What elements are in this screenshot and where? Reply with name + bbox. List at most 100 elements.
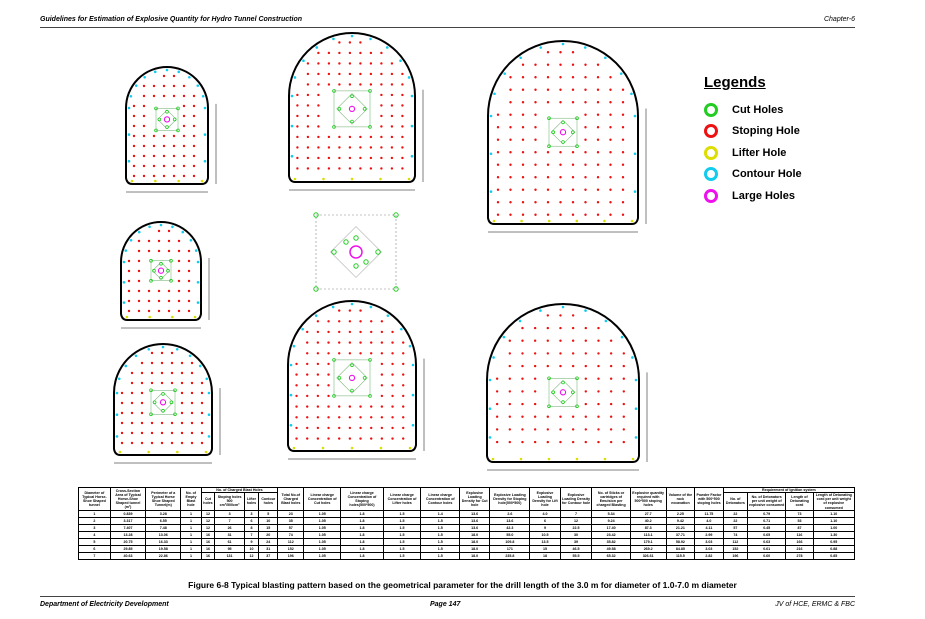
table-cell: 11.75 bbox=[694, 509, 724, 518]
stoping-hole bbox=[130, 441, 134, 445]
contour-hole bbox=[561, 42, 565, 46]
lifter-hole bbox=[177, 179, 180, 183]
stoping-hole bbox=[137, 259, 141, 263]
stoping-hole bbox=[534, 213, 537, 216]
tunnel-outline bbox=[486, 303, 640, 463]
stoping-hole bbox=[597, 377, 600, 380]
stoping-hole bbox=[596, 163, 600, 166]
stoping-hole bbox=[584, 326, 587, 330]
stoping-hole bbox=[621, 88, 625, 91]
stoping-hole bbox=[390, 125, 394, 128]
stoping-hole bbox=[390, 104, 394, 107]
large-hole bbox=[159, 399, 167, 406]
stoping-hole bbox=[192, 104, 196, 108]
table-cell: 3 bbox=[214, 509, 245, 518]
contour-hole bbox=[604, 56, 607, 60]
contour-hole bbox=[196, 301, 200, 304]
stoping-hole bbox=[316, 437, 320, 440]
th-sticks: No. of Sticks or cartridges of Emulsion … bbox=[591, 487, 631, 511]
th-ignition-group: Requirement of Ignition system bbox=[722, 486, 856, 494]
stoping-hole bbox=[380, 437, 384, 440]
stoping-hole bbox=[571, 88, 575, 91]
cut-hole bbox=[547, 116, 551, 120]
stoping-hole bbox=[140, 361, 144, 365]
contour-hole bbox=[619, 72, 623, 75]
stoping-hole bbox=[359, 437, 362, 440]
stoping-hole bbox=[533, 415, 537, 418]
lifter-hole bbox=[200, 179, 204, 183]
table-cell: 269.2 bbox=[629, 544, 667, 553]
stoping-hole bbox=[296, 146, 299, 149]
table-cell: 0.60 bbox=[747, 551, 787, 560]
stoping-hole bbox=[597, 339, 600, 342]
stoping-hole bbox=[534, 88, 537, 91]
table-cell: 9 bbox=[243, 537, 260, 546]
stoping-hole bbox=[402, 362, 405, 366]
stoping-hole bbox=[306, 83, 310, 86]
stoping-hole bbox=[609, 364, 613, 368]
th-diameter: Diameter of Typical Horse-Shoe Shaped tu… bbox=[78, 487, 111, 511]
table-cell: 171 bbox=[489, 544, 531, 553]
stoping-hole bbox=[348, 156, 352, 160]
stoping-hole bbox=[306, 405, 309, 408]
stoping-hole bbox=[348, 135, 352, 139]
stoping-hole bbox=[521, 201, 525, 204]
stoping-hole bbox=[157, 229, 161, 233]
contour-hole bbox=[411, 363, 415, 367]
stoping-hole bbox=[621, 126, 625, 129]
table-cell: 16 bbox=[200, 544, 216, 553]
stoping-hole bbox=[359, 320, 362, 323]
stoping-hole bbox=[142, 124, 146, 128]
table-cell: 12 bbox=[200, 516, 216, 525]
contour-hole bbox=[350, 302, 354, 306]
stoping-hole bbox=[380, 156, 383, 160]
contour-hole bbox=[175, 347, 179, 351]
stoping-hole bbox=[521, 76, 525, 79]
th-contour: Contour holes bbox=[258, 492, 279, 511]
cut-hole-icon bbox=[704, 102, 718, 117]
stoping-hole bbox=[370, 330, 373, 334]
cut-hole bbox=[561, 140, 565, 144]
stoping-hole bbox=[534, 201, 537, 204]
stoping-hole bbox=[187, 309, 191, 313]
stoping-hole bbox=[597, 326, 600, 330]
stoping-hole bbox=[391, 416, 394, 419]
stoping-hole bbox=[584, 151, 587, 154]
stoping-hole bbox=[316, 394, 320, 398]
stoping-hole bbox=[380, 320, 384, 323]
table-cell: 18.0 bbox=[459, 537, 491, 546]
contour-hole bbox=[127, 106, 131, 110]
stoping-hole bbox=[172, 154, 176, 158]
stoping-hole bbox=[150, 351, 154, 355]
cut-square bbox=[333, 90, 371, 128]
stoping-hole bbox=[596, 113, 600, 116]
stoping-hole bbox=[190, 421, 194, 425]
stoping-hole bbox=[157, 299, 161, 303]
stoping-hole bbox=[130, 401, 134, 405]
stoping-hole bbox=[348, 146, 352, 149]
stoping-hole bbox=[546, 101, 550, 104]
stoping-hole bbox=[596, 201, 600, 204]
cut-hole bbox=[350, 388, 354, 393]
table-cell: 1 bbox=[180, 509, 202, 518]
stoping-hole bbox=[317, 62, 320, 65]
stoping-hole bbox=[306, 416, 309, 419]
stoping-hole bbox=[327, 362, 330, 366]
stoping-hole bbox=[359, 309, 362, 312]
stoping-hole bbox=[546, 188, 550, 191]
contour-hole bbox=[196, 84, 200, 87]
stoping-hole bbox=[316, 320, 320, 323]
stoping-hole bbox=[306, 352, 309, 355]
stoping-hole bbox=[359, 352, 362, 355]
stoping-hole bbox=[167, 229, 171, 233]
table-cell: 7 bbox=[78, 551, 111, 560]
stoping-hole bbox=[521, 339, 524, 342]
stoping-hole bbox=[137, 239, 141, 243]
stoping-hole bbox=[508, 428, 511, 431]
stoping-hole bbox=[140, 441, 144, 445]
stoping-hole bbox=[571, 101, 575, 104]
table-cell: 55.5 bbox=[559, 551, 593, 560]
table-cell: 46.5 bbox=[559, 544, 593, 553]
stoping-hole bbox=[170, 441, 174, 445]
lifter-hole bbox=[547, 457, 551, 461]
